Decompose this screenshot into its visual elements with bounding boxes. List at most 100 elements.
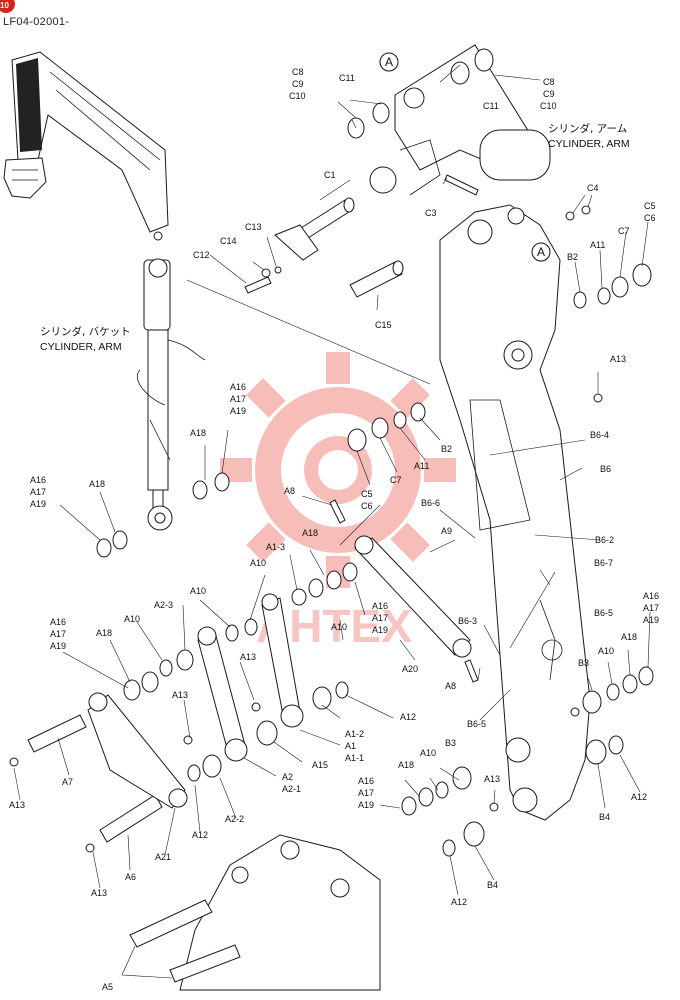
label-a10-b: A10 (420, 748, 436, 758)
link-a2 (197, 626, 248, 762)
label-a19-l3: A19 (50, 641, 66, 651)
watermark-logo (220, 352, 456, 588)
label-b6-2: B6-2 (595, 535, 614, 545)
label-a17-l3: A17 (50, 629, 66, 639)
label-a9: A9 (441, 526, 452, 536)
label-b3-b: B3 (445, 738, 456, 748)
label-a17-b: A17 (358, 788, 374, 798)
label-a21: A21 (155, 852, 171, 862)
label-b6-4: B6-4 (590, 430, 609, 440)
label-a16-b: A16 (358, 776, 374, 786)
ref-mark-a-top-text: A (385, 55, 393, 69)
ref-mark-a-mid-text: A (537, 245, 545, 259)
label-c10-right: C10 (540, 101, 557, 111)
label-a2-1: A2-1 (282, 784, 301, 794)
label-a1-3: A1-3 (266, 542, 285, 552)
label-c7-b: C7 (390, 475, 402, 485)
label-c15: C15 (375, 320, 392, 330)
link-a20 (354, 535, 472, 658)
excavator-thumbnail (3, 51, 169, 241)
pin-a6 (99, 794, 163, 843)
label-b2-b: B2 (441, 444, 452, 454)
label-c4: C4 (587, 183, 599, 193)
arm-body (439, 204, 591, 821)
label-a10-m2: A10 (190, 586, 206, 596)
label-c12: C12 (193, 250, 210, 260)
label-a15: A15 (312, 760, 328, 770)
label-a19-m: A19 (372, 625, 388, 635)
label-c8: C8 (292, 67, 304, 77)
pin-a5-upper (129, 899, 213, 948)
part-labels: C8 C9 C10 C11 C11 C8 C9 C10 C1 C3 C4 C5 … (9, 67, 659, 992)
label-a16-l3: A16 (50, 617, 66, 627)
label-a12-b: A12 (192, 830, 208, 840)
label-b6-7: B6-7 (594, 558, 613, 568)
label-c9-right: C9 (543, 89, 555, 99)
label-a8: A8 (284, 486, 295, 496)
label-a18-l3: A18 (96, 628, 112, 638)
label-a10-m3: A10 (124, 614, 140, 624)
label-a11-b: A11 (414, 461, 429, 471)
arm-cylinder (369, 44, 551, 196)
label-b6: B6 (600, 464, 611, 474)
label-a10-m1: A10 (250, 558, 266, 568)
label-a5: A5 (102, 982, 113, 992)
label-a18-l2: A18 (89, 479, 105, 489)
label-a20: A20 (402, 664, 418, 674)
pin-a7 (27, 714, 87, 753)
label-a18-r: A18 (621, 632, 637, 642)
page-code: LF04-02001- (3, 16, 69, 28)
label-c14: C14 (220, 236, 237, 246)
label-c6-b: C6 (361, 501, 373, 511)
label-a13-f: A13 (484, 774, 500, 784)
label-c5-b: C5 (361, 489, 373, 499)
label-a19-b: A19 (358, 800, 374, 810)
ref-mark-a-top: A (379, 52, 399, 72)
label-a2: A2 (282, 772, 293, 782)
label-a6: A6 (125, 872, 136, 882)
pin-c15 (349, 260, 404, 298)
label-a12-a: A12 (400, 712, 416, 722)
label-a13-b: A13 (240, 652, 256, 662)
label-a13-c: A13 (172, 690, 188, 700)
page-badge (0, 0, 15, 13)
label-a7: A7 (62, 777, 73, 787)
arm-cylinder-title-jp: シリンダ, アーム (548, 122, 627, 135)
label-a17-l2: A17 (30, 487, 46, 497)
label-b6-6: B6-6 (421, 498, 440, 508)
label-c13: C13 (245, 222, 262, 232)
ring-parts (96, 48, 654, 857)
label-b4: B4 (599, 812, 610, 822)
label-a16-m: A16 (372, 601, 388, 611)
label-a2-3: A2-3 (154, 600, 173, 610)
label-a17-r: A17 (643, 603, 659, 613)
label-b6-5-b: B6-5 (467, 719, 486, 729)
label-b6-5: B6-5 (594, 608, 613, 618)
bucket-cylinder-title-jp: シリンダ, バケット (40, 325, 131, 338)
label-b2: B2 (567, 252, 578, 262)
label-a1-2: A1-2 (345, 729, 364, 739)
label-a19-l1: A19 (230, 406, 246, 416)
label-a19-r: A19 (643, 615, 659, 625)
link-a1 (261, 593, 304, 728)
label-b4-b: B4 (487, 880, 498, 890)
label-b6-3: B6-3 (458, 616, 477, 626)
label-c11-right: C11 (483, 101, 499, 111)
pin-c1 (274, 197, 355, 261)
label-c8-right: C8 (543, 77, 555, 87)
label-a12-d: A12 (631, 792, 647, 802)
label-a16-l1: A16 (230, 382, 246, 392)
label-a18-l1: A18 (190, 428, 206, 438)
label-a13-a: A13 (610, 354, 626, 364)
label-a12-c: A12 (451, 897, 467, 907)
label-c11: C11 (339, 73, 355, 83)
label-c3: C3 (425, 208, 437, 218)
label-a2-2: A2-2 (225, 814, 244, 824)
pin-a5-lower (169, 944, 241, 983)
label-a1: A1 (345, 741, 356, 751)
page-badge-number: 10 (0, 1, 9, 10)
label-a10-m4: A10 (331, 622, 347, 632)
label-a16-r: A16 (643, 591, 659, 601)
label-a11: A11 (590, 240, 605, 250)
